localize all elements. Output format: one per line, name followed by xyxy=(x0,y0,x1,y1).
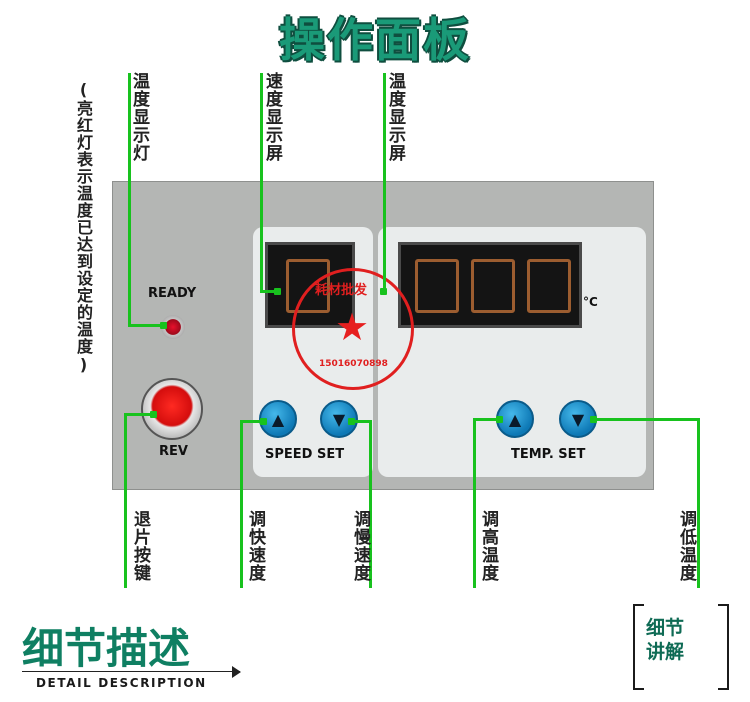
stamp-text: 耗材批发 xyxy=(315,283,368,298)
callout-temp-indicator: 温度显示灯 xyxy=(129,72,149,162)
divider xyxy=(22,671,240,672)
bracket-right xyxy=(718,604,729,690)
temp-display xyxy=(398,242,582,328)
arrow-up-icon: ▲ xyxy=(508,409,522,429)
callout-temp-up: 调高温度 xyxy=(478,510,498,582)
callout-bright-red: (亮红灯表示温度已达到设定的温度) xyxy=(74,80,93,375)
arrow-right-icon xyxy=(232,666,241,678)
rev-button[interactable] xyxy=(141,378,203,440)
arrow-up-icon: ▲ xyxy=(271,409,285,429)
callout-eject-button: 退片按键 xyxy=(130,510,150,582)
callout-temp-display: 温度显示屏 xyxy=(385,72,405,162)
temp-set-label: TEMP. SET xyxy=(511,447,586,462)
arrow-down-icon: ▼ xyxy=(571,409,585,429)
temp-up-button[interactable]: ▲ xyxy=(496,400,534,438)
explain-label: 细节 讲解 xyxy=(646,617,685,663)
detail-heading-cn: 细节描述 xyxy=(22,624,191,673)
bracket-left xyxy=(633,604,644,690)
seal-stamp: 耗材批发 ★ 15016070898 xyxy=(292,268,414,390)
page-title: 操作面板 xyxy=(279,13,471,67)
speed-set-label: SPEED SET xyxy=(265,447,345,462)
callout-speed-up: 调快速度 xyxy=(245,510,265,582)
detail-heading-en: DETAIL DESCRIPTION xyxy=(36,676,207,690)
callout-speed-down: 调慢速度 xyxy=(350,510,370,582)
callout-speed-display: 速度显示屏 xyxy=(262,72,282,162)
rev-label: REV xyxy=(159,444,188,459)
callout-temp-down: 调低温度 xyxy=(676,510,696,582)
degree-unit: °C xyxy=(583,295,598,309)
ready-label: READY xyxy=(148,286,197,301)
star-icon: ★ xyxy=(335,305,370,349)
stamp-number: 15016070898 xyxy=(319,359,388,369)
arrow-down-icon: ▼ xyxy=(332,409,346,429)
